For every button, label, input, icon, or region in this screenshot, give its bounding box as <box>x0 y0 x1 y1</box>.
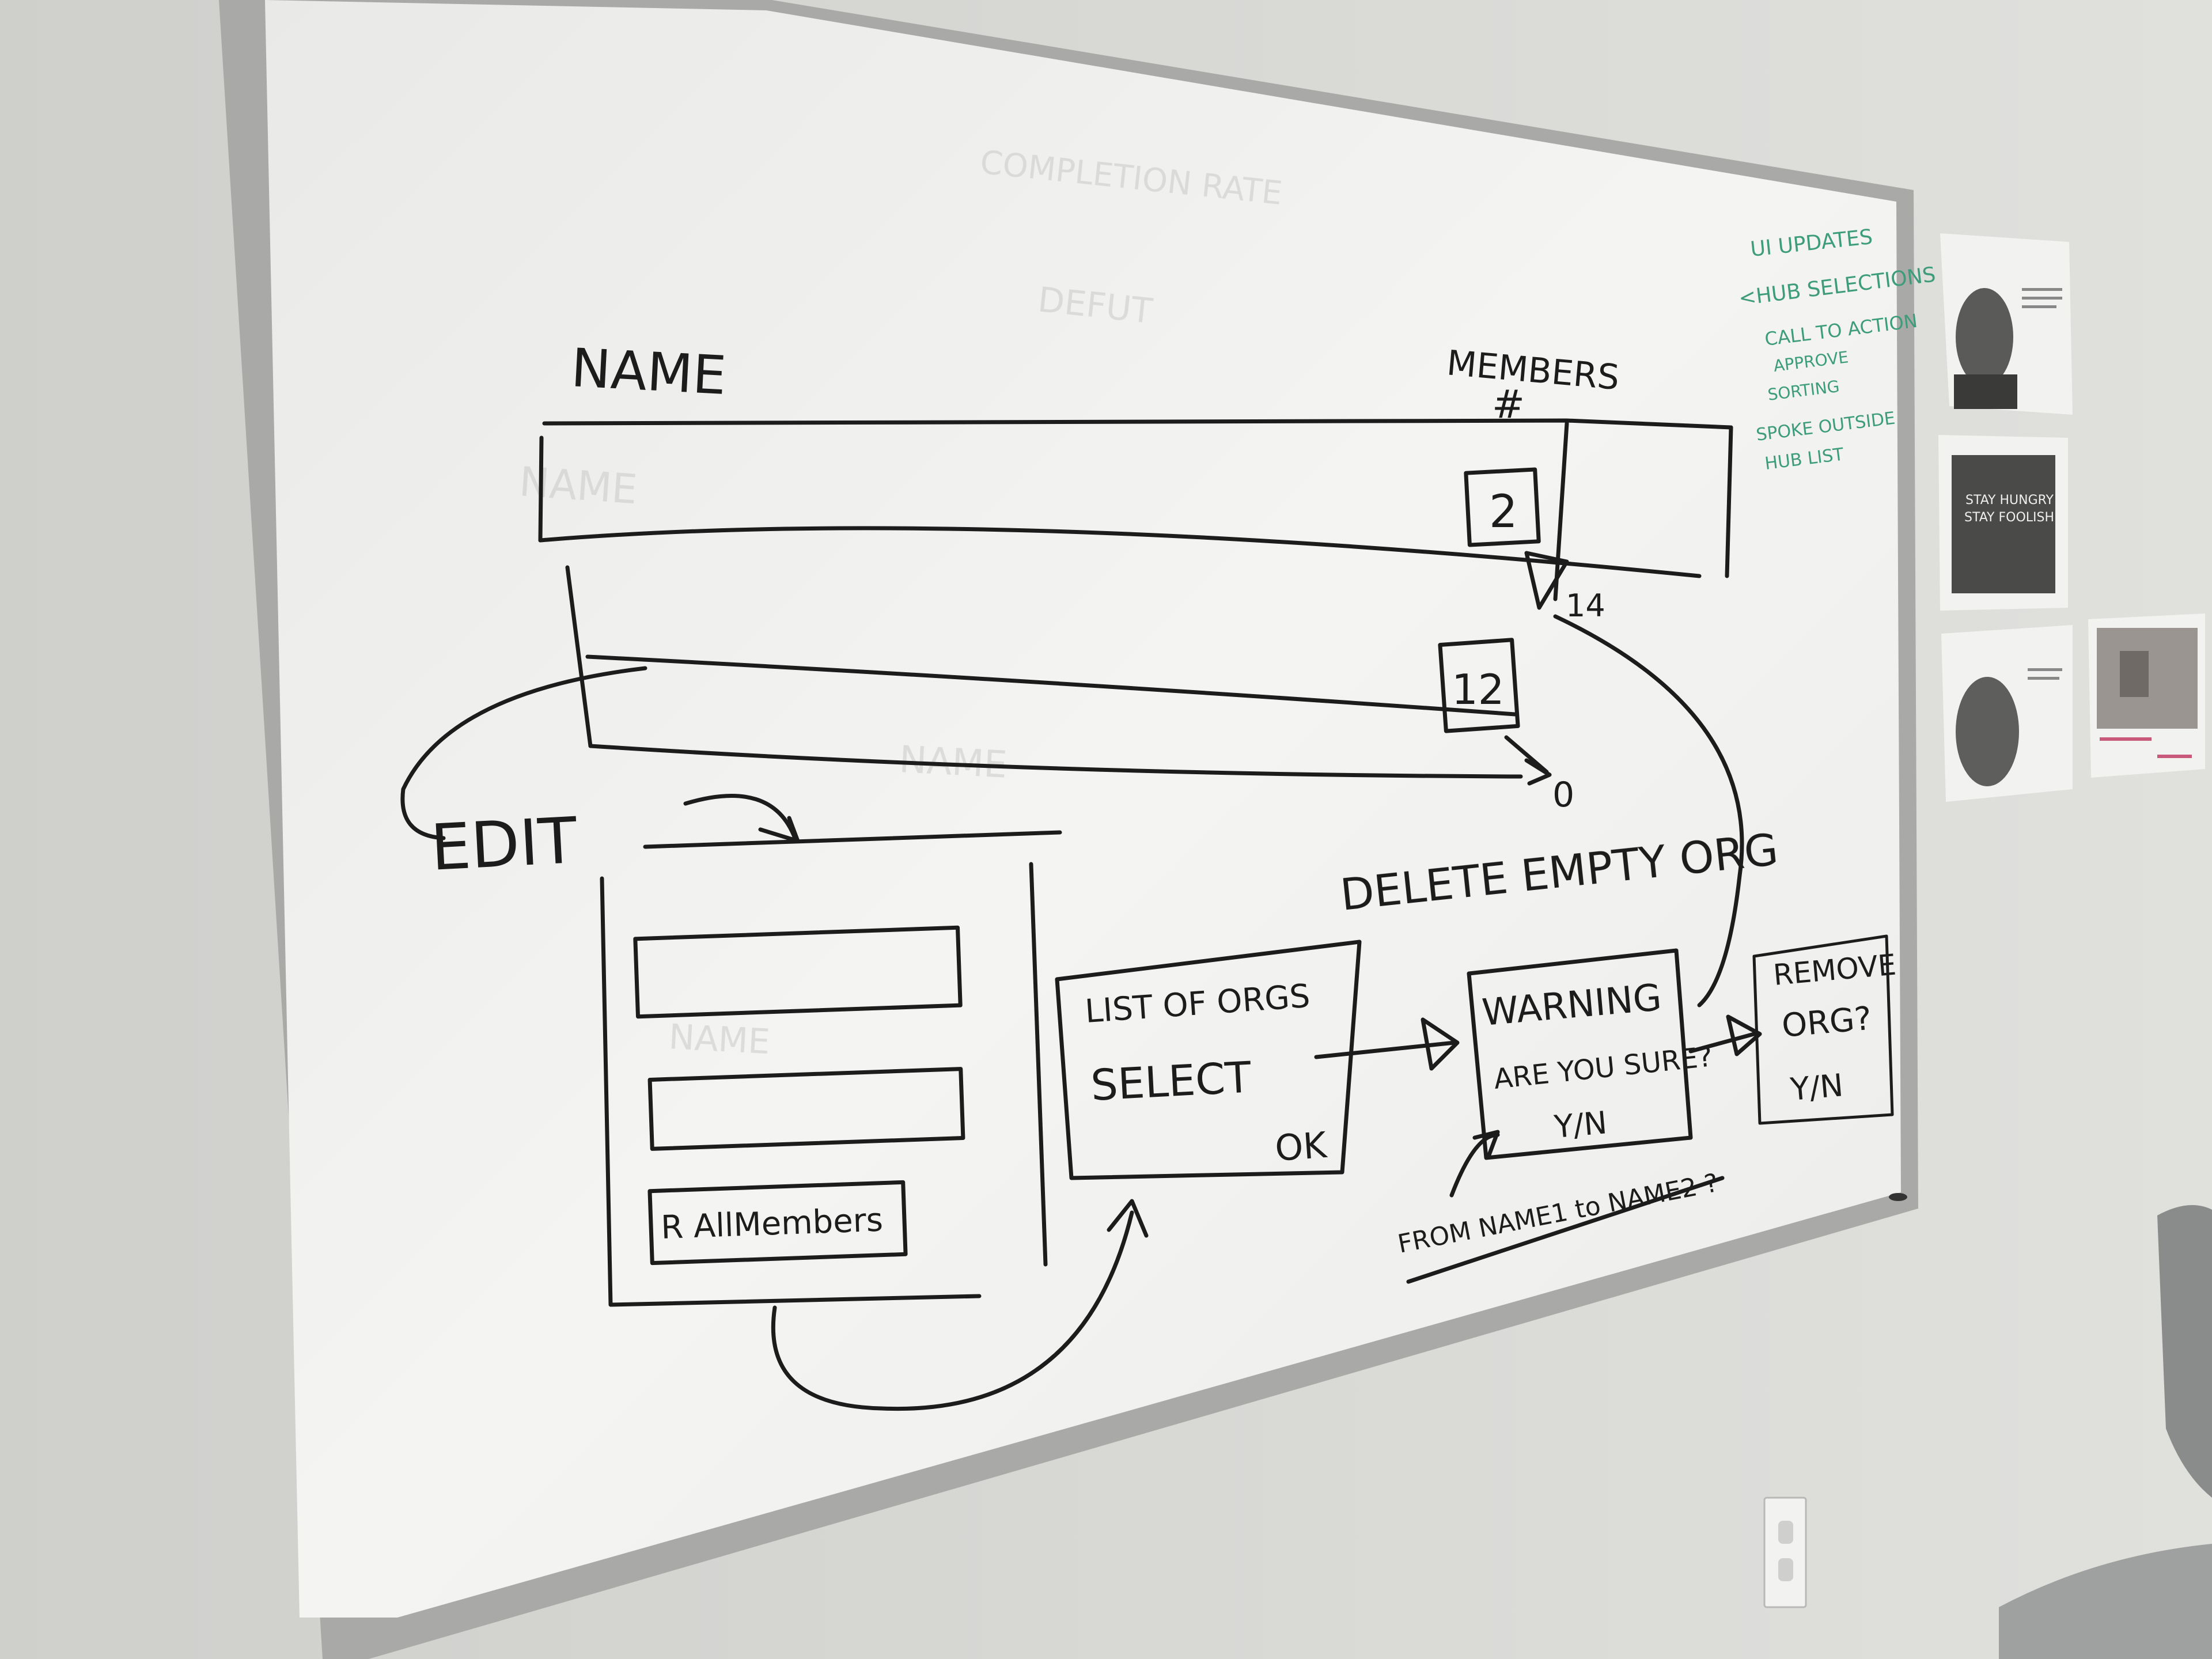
green-notes: UI UPDATES <HUB SELECTIONS CALL TO ACTIO… <box>1737 225 1937 474</box>
poster-2: STAY HUNGRY STAY FOOLISH <box>1938 435 2068 611</box>
frame-logo <box>1889 1193 1907 1201</box>
edit-label: EDIT <box>429 804 579 885</box>
arrow-to-remove-org <box>1688 1014 1762 1056</box>
transition-triangle <box>1524 551 1569 610</box>
transition-count: 14 <box>1566 588 1605 624</box>
table-row1-bottom <box>538 526 1702 578</box>
curve-to-warning <box>1553 614 1744 1007</box>
orgs-dialog-box <box>1055 940 1362 1180</box>
poster-3-portrait <box>1956 677 2019 786</box>
arrow-to-zero <box>1504 735 1552 786</box>
table-top-line <box>542 418 1733 430</box>
warning-footnote-pointer <box>1449 1130 1500 1198</box>
wall-posters: STAY HUNGRY STAY FOOLISH <box>1938 233 2205 802</box>
remove-all-members-label: R AllMembers <box>660 1202 884 1247</box>
remove-org-choice: Y/N <box>1789 1067 1845 1108</box>
whiteboard-surface <box>265 0 1901 1618</box>
edit-second-field <box>647 1067 965 1151</box>
list-of-orgs-dialog: LIST OF ORGS SELECT OK <box>1055 940 1460 1180</box>
arrow-to-warning <box>1314 1017 1460 1071</box>
list-mockup: NAME MEMBERS # 2 12 14 0 <box>538 337 1744 1007</box>
table-row2-left <box>565 565 593 748</box>
edit-panel-top <box>643 830 1062 849</box>
svg-text:NAME: NAME <box>668 1017 771 1062</box>
edit-name-field <box>633 925 963 1019</box>
transition-zero: 0 <box>1552 775 1574 815</box>
svg-text:NAME: NAME <box>518 458 639 513</box>
poster-4 <box>2088 613 2205 778</box>
poster-2-text-line1: STAY HUNGRY <box>1965 493 2054 507</box>
remove-all-members-button <box>647 1180 908 1266</box>
remove-members-curve <box>771 1199 1149 1411</box>
poster-1 <box>1940 233 2073 415</box>
orgs-dialog-ok: OK <box>1274 1124 1329 1169</box>
edit-flow: EDIT R AllMembers <box>400 666 1149 1411</box>
edit-panel <box>600 862 1048 1307</box>
warning-dialog-box <box>1467 948 1693 1160</box>
row2-count: 12 <box>1452 665 1505 714</box>
row1-count-box <box>1464 467 1541 547</box>
table-left-edge <box>538 435 544 543</box>
row1-count: 2 <box>1489 486 1518 538</box>
poster-1-portrait <box>1956 288 2013 386</box>
table-right-edge <box>1553 421 1733 601</box>
name-column-header: NAME <box>570 337 728 407</box>
edit-loop-curve <box>400 666 647 840</box>
table-row2-bottom <box>588 744 1523 779</box>
chair <box>1999 1205 2212 1659</box>
warning-choice: Y/N <box>1552 1104 1609 1145</box>
remove-org-line2: ORG? <box>1781 1000 1873 1045</box>
orgs-dialog-select: SELECT <box>1089 1052 1252 1111</box>
poster-3 <box>1941 625 2073 802</box>
remove-org-box <box>1752 934 1894 1125</box>
poster-2-text-line2: STAY FOOLISH <box>1964 510 2054 525</box>
table-row2-divider <box>585 654 1517 717</box>
row2-count-box <box>1438 638 1520 733</box>
power-outlet <box>1763 1497 1807 1608</box>
warning-footnote-underline <box>1406 1176 1725 1284</box>
